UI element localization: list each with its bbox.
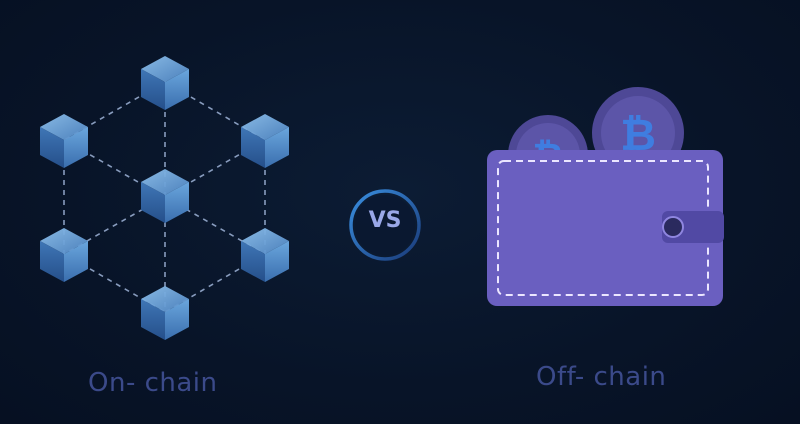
cube-icon — [141, 56, 189, 110]
vs-label: VS — [368, 208, 402, 233]
vs-ring-icon — [349, 189, 421, 261]
cube-icon — [141, 286, 189, 340]
on-chain-label: On- chain — [88, 368, 218, 398]
cube-icon — [40, 114, 88, 168]
off-chain-label: Off- chain — [536, 362, 667, 392]
cube-icon — [40, 228, 88, 282]
wallet-icon — [487, 150, 724, 306]
cube-icon — [241, 114, 289, 168]
cube-icon — [141, 169, 189, 223]
blockchain-network-icon — [40, 56, 289, 340]
cube-icon — [241, 228, 289, 282]
